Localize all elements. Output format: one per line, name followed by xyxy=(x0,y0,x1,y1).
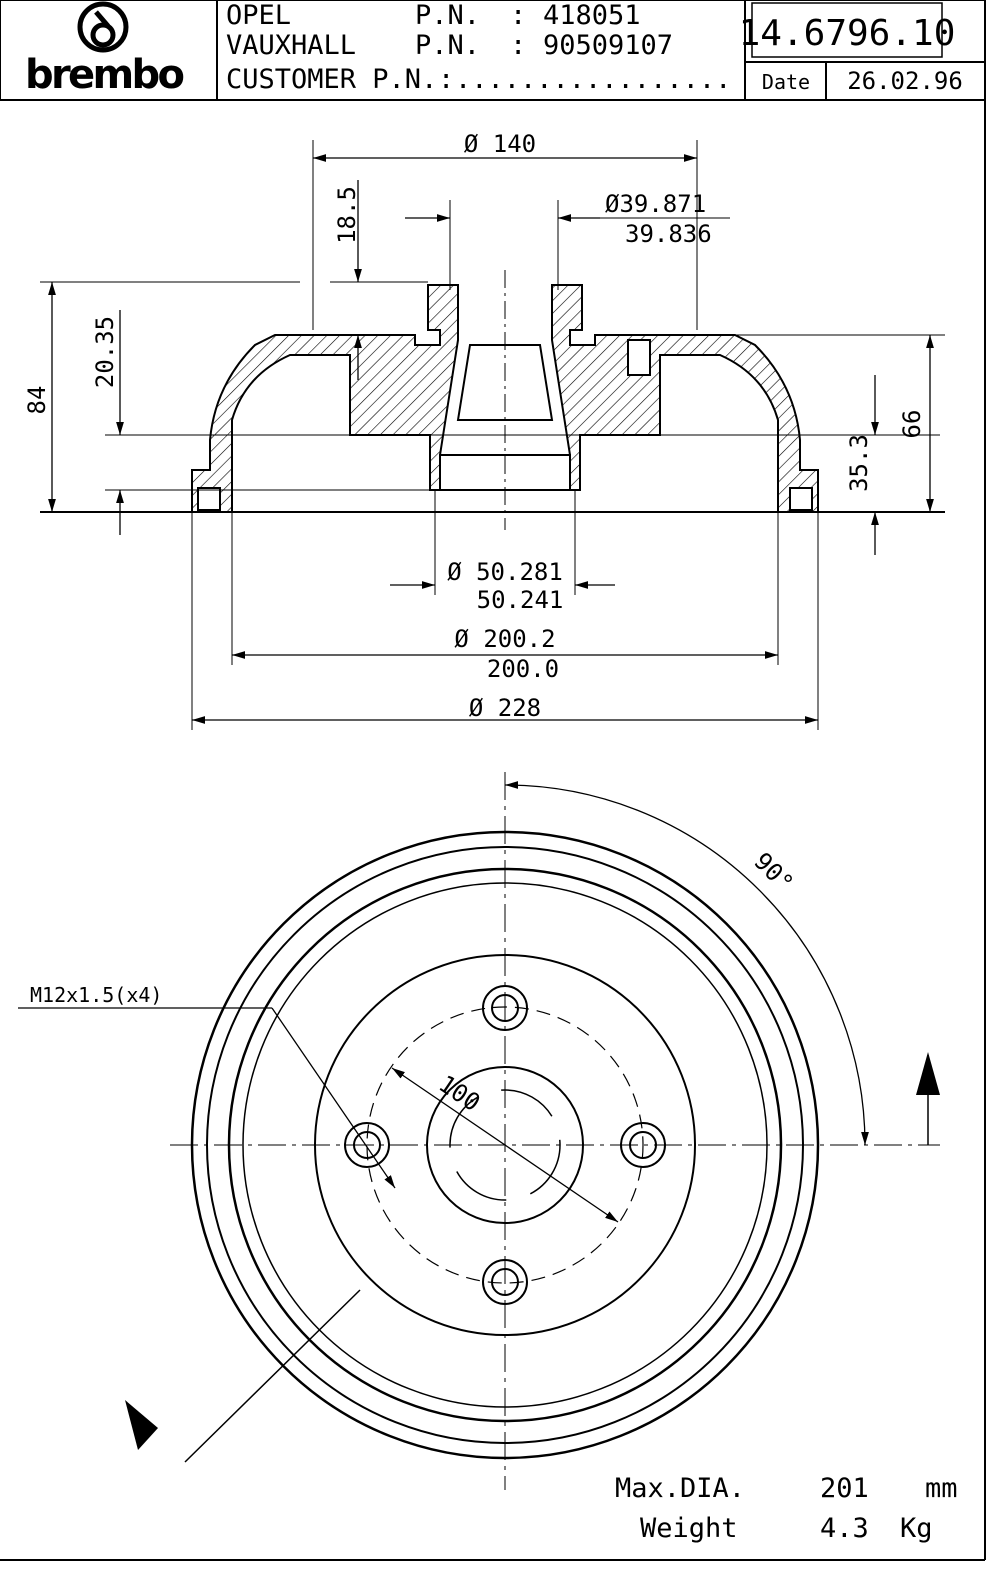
pn-sep-vauxhall: : xyxy=(510,30,526,61)
brand-opel: OPEL xyxy=(226,0,291,31)
date-label: Date xyxy=(762,70,810,94)
left-drum-wall xyxy=(191,284,459,513)
dim-drum-max: Ø 200.2 xyxy=(454,625,555,653)
dim-hub-height: 20.35 xyxy=(91,316,119,388)
part-number: 14.6796.10 xyxy=(739,13,956,54)
stud-hole-bottom xyxy=(482,1259,528,1305)
max-dia-unit: mm xyxy=(925,1473,958,1504)
thread-label: M12x1.5(x4) xyxy=(30,983,162,1007)
pn-label-opel: P.N. xyxy=(415,0,480,31)
pn-value-vauxhall: 90509107 xyxy=(543,30,673,61)
weight-label: Weight xyxy=(640,1513,738,1544)
dim-bore-max: Ø39.871 xyxy=(605,190,706,218)
max-dia-value: 201 xyxy=(820,1473,869,1504)
section-arrow-down-icon xyxy=(125,1400,158,1450)
dim-hub-depth: 18.5 xyxy=(333,186,361,244)
customer-pn-label: CUSTOMER P.N. xyxy=(226,64,437,95)
pcd-label: 100 xyxy=(434,1070,486,1117)
customer-pn-value: ................. xyxy=(455,64,731,95)
plan-view: 90° 100 M12x1.5(x4) xyxy=(18,772,940,1490)
hub-bore xyxy=(456,344,554,421)
dim-pilot-max: Ø 50.281 xyxy=(447,558,563,586)
section-view: Ø 140 18.5 Ø39.871 39.836 84 20.35 66 35… xyxy=(23,130,945,730)
max-dia-label: Max.DIA. xyxy=(615,1473,745,1504)
dim-total-height: 84 xyxy=(23,386,51,415)
brembo-logo-text: brembo xyxy=(25,52,185,98)
weight-unit: Kg xyxy=(900,1513,933,1544)
pn-sep-opel: : xyxy=(510,0,526,31)
date-value: 26.02.96 xyxy=(847,67,963,95)
right-drum-wall xyxy=(551,284,819,513)
brembo-logo: brembo xyxy=(25,1,185,98)
dim-dia-140: Ø 140 xyxy=(464,130,536,158)
weight-value: 4.3 xyxy=(820,1513,869,1544)
dim-bore-min: 39.836 xyxy=(625,220,712,248)
stud-hole-section xyxy=(627,339,651,376)
dim-height-35-3: 35.3 xyxy=(845,434,873,492)
brand-vauxhall: VAUXHALL xyxy=(226,30,356,61)
customer-pn-sep: : xyxy=(438,64,454,95)
dim-drum-min: 200.0 xyxy=(487,655,559,683)
dim-pilot-min: 50.241 xyxy=(477,586,564,614)
title-block: brembo OPEL P.N. : 418051 VAUXHALL P.N. … xyxy=(0,0,986,101)
pn-label-vauxhall: P.N. xyxy=(415,30,480,61)
pn-value-opel: 418051 xyxy=(543,0,641,31)
dim-outer-dia: Ø 228 xyxy=(469,694,541,722)
specs-block: Max.DIA. 201 mm Weight 4.3 Kg xyxy=(615,1473,958,1544)
dim-height-66: 66 xyxy=(898,410,926,439)
angle-label: 90° xyxy=(748,847,798,897)
stud-hole-left xyxy=(344,1122,390,1168)
section-arrow-up-icon xyxy=(916,1052,940,1095)
